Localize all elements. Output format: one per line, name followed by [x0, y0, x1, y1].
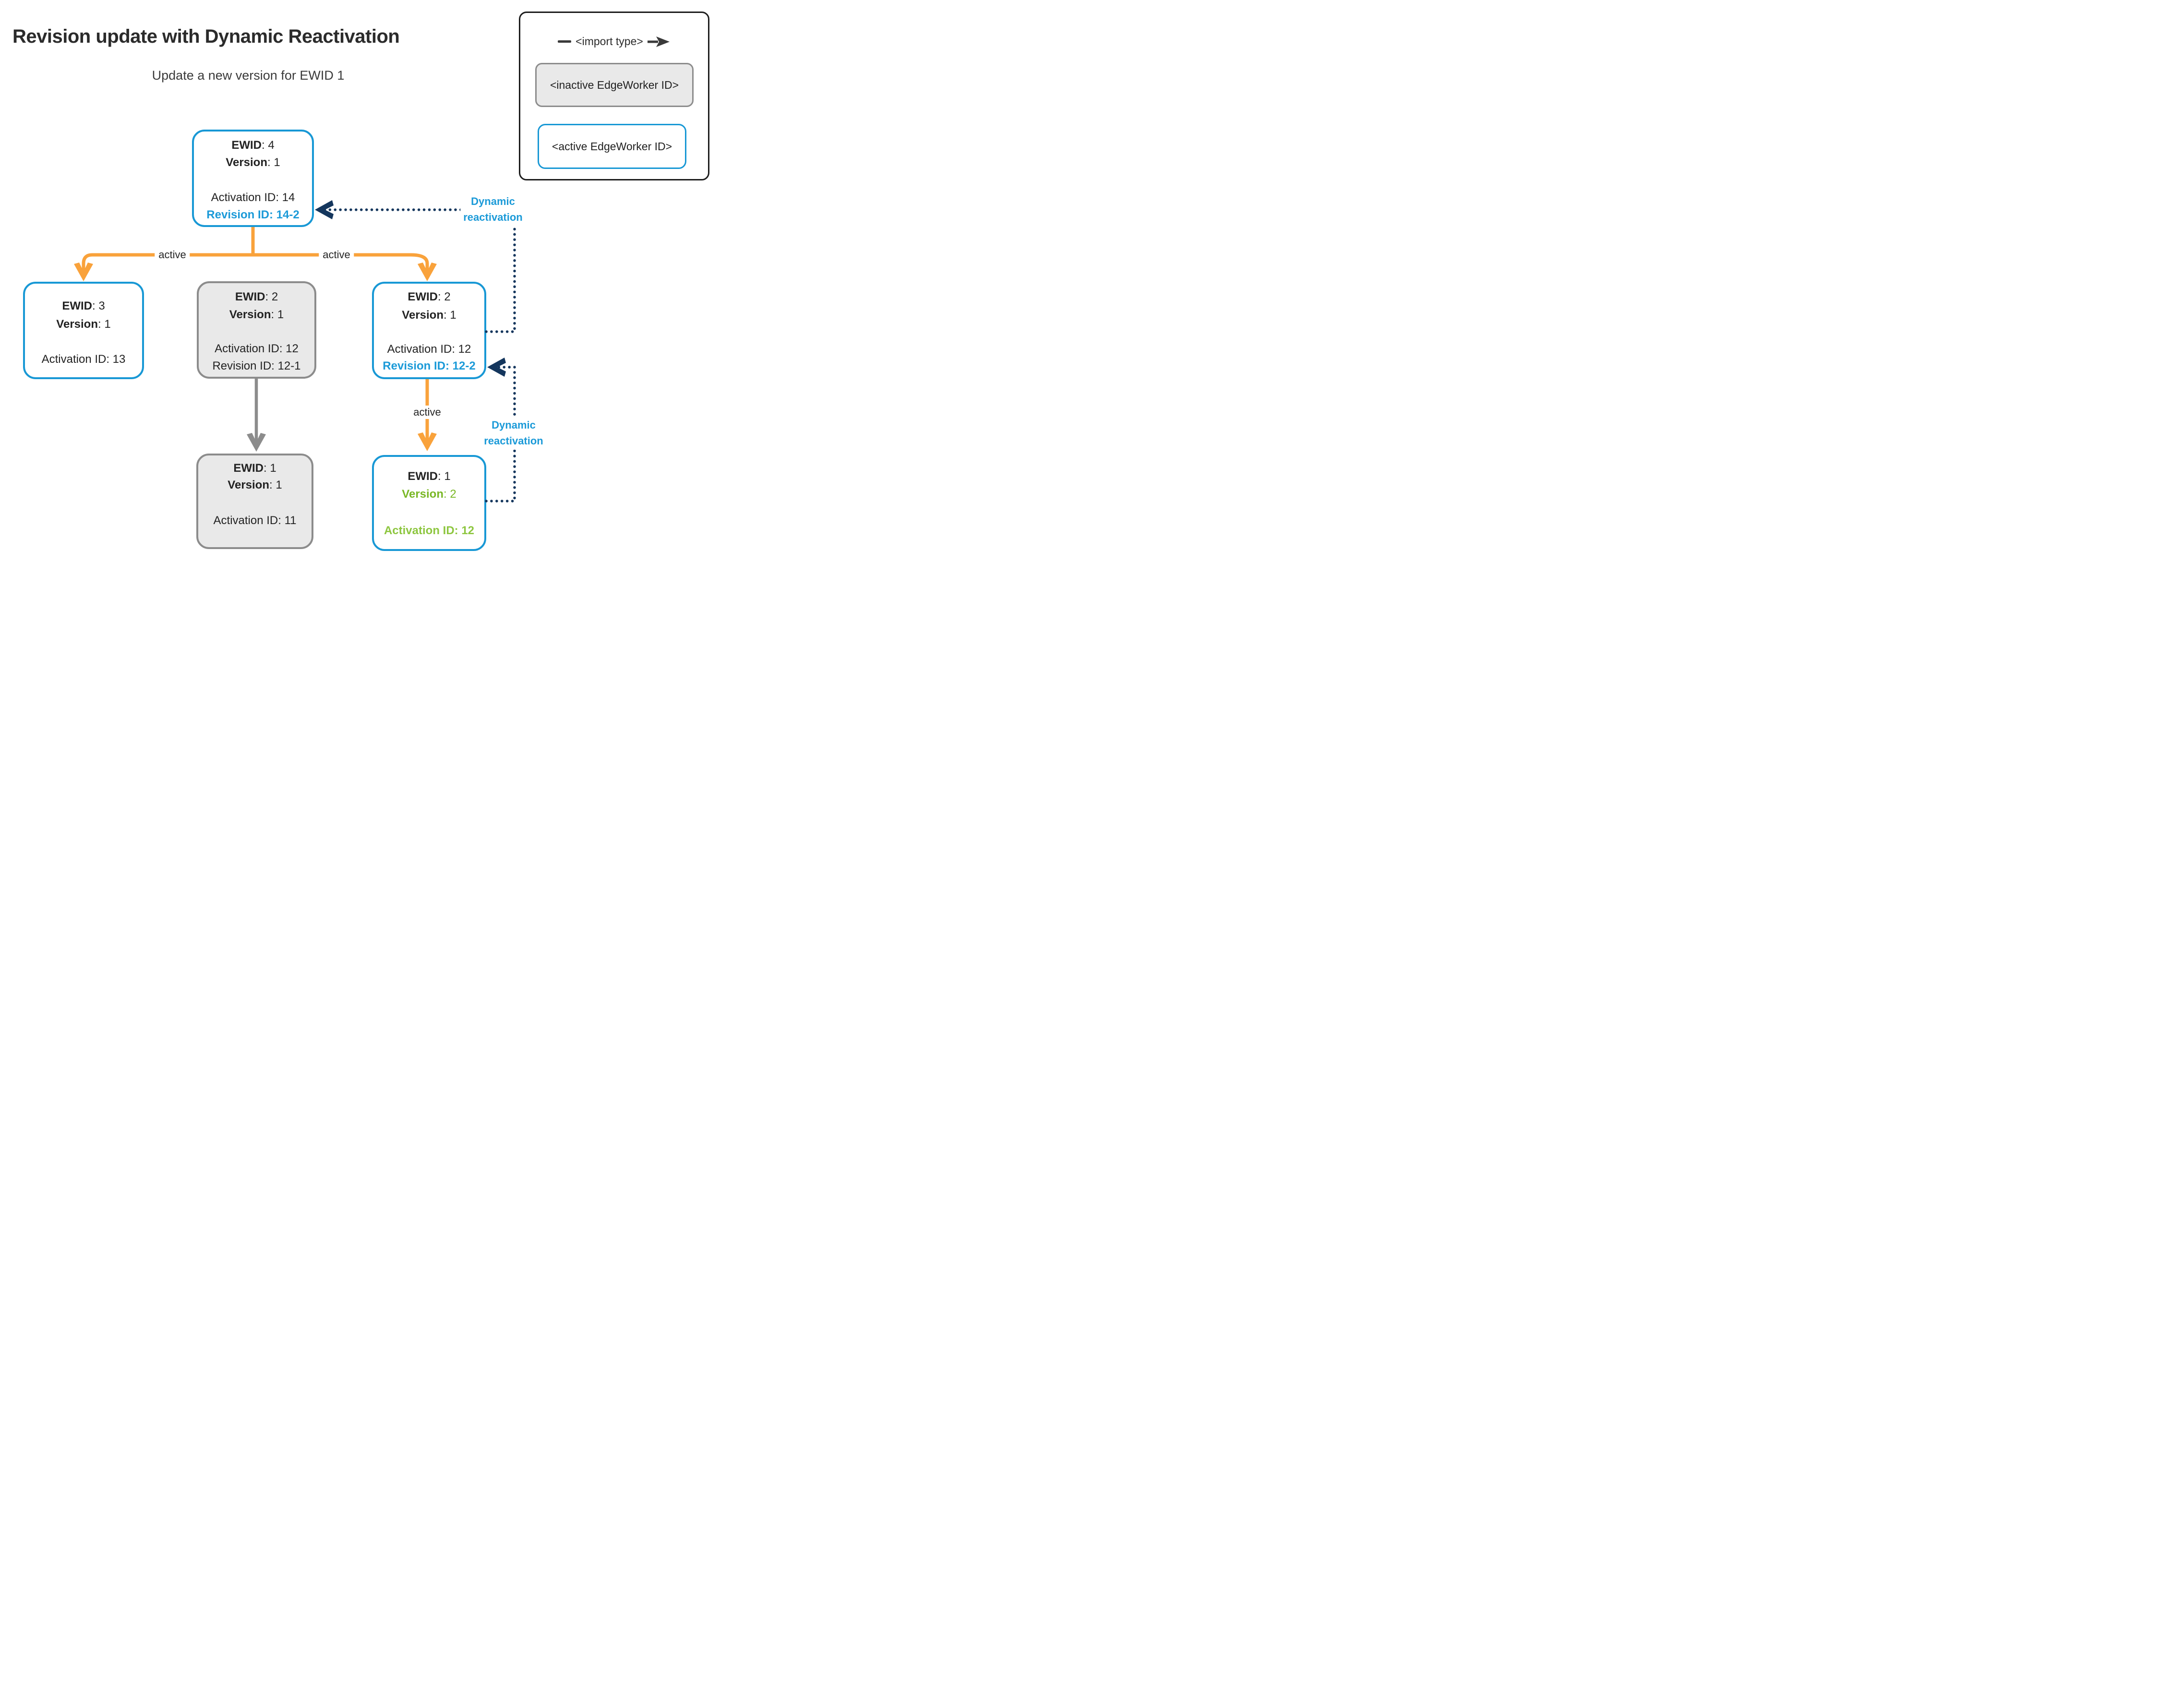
node-ewid1-inactive-id: EWID: 1 [233, 462, 276, 475]
active-label-bottom: active [409, 406, 445, 419]
dynamic-reactivation-label-2: Dynamic reactivation [481, 416, 546, 450]
active-arrowhead-ewid1-icon [418, 432, 437, 451]
node-ewid4: EWID: 4 Version: 1 Activation ID: 14 Rev… [192, 130, 314, 227]
import-line-icon [558, 40, 572, 43]
node-ewid4-activation: Activation ID: 14 [211, 191, 295, 204]
node-ewid2-active-id: EWID: 2 [408, 290, 451, 303]
node-ewid4-id: EWID: 4 [231, 139, 275, 152]
node-ewid2-inactive-id: EWID: 2 [235, 290, 278, 303]
active-label-right: active [319, 248, 354, 262]
legend-active-label: <active EdgeWorker ID> [552, 140, 672, 153]
node-ewid2-active-activation: Activation ID: 12 [387, 343, 471, 356]
node-ewid2-active-version: Version: 1 [402, 309, 456, 322]
node-ewid3: EWID: 3 Version: 1 Activation ID: 13 [23, 282, 144, 379]
node-ewid3-id: EWID: 3 [62, 299, 105, 312]
node-ewid1-active-activation: Activation ID: 12 [384, 524, 475, 537]
legend-inactive-sample: <inactive EdgeWorker ID> [535, 63, 694, 107]
node-ewid4-version: Version: 1 [226, 156, 280, 169]
legend-import-row: <import type> [520, 35, 708, 48]
node-ewid2-inactive-version: Version: 1 [229, 308, 284, 321]
active-arrowhead-ewid2-icon [418, 263, 437, 281]
reactivation-arrowhead-ewid2-icon [487, 358, 506, 377]
reactivation-arrowhead-ewid4-icon [315, 200, 334, 219]
legend-inactive-label: <inactive EdgeWorker ID> [550, 78, 679, 91]
node-ewid1-inactive-activation: Activation ID: 11 [213, 514, 297, 527]
node-ewid2-active-revision: Revision ID: 12-2 [383, 359, 476, 372]
import-arrow-icon [647, 36, 670, 47]
node-ewid2-inactive-revision: Revision ID: 12-1 [212, 359, 301, 372]
legend-active-sample: <active EdgeWorker ID> [538, 124, 686, 169]
legend-box: <import type> <inactive EdgeWorker ID> <… [519, 12, 709, 180]
active-label-left: active [155, 248, 190, 262]
active-branch-path [82, 253, 429, 277]
node-ewid2-active: EWID: 2 Version: 1 Activation ID: 12 Rev… [372, 282, 486, 379]
diagram-canvas: Revision update with Dynamic Reactivatio… [0, 0, 728, 562]
page-subtitle: Update a new version for EWID 1 [152, 68, 345, 83]
page-title: Revision update with Dynamic Reactivatio… [12, 26, 400, 47]
node-ewid4-revision: Revision ID: 14-2 [206, 208, 300, 221]
node-ewid2-inactive-activation: Activation ID: 12 [215, 342, 299, 355]
node-ewid2-inactive: EWID: 2 Version: 1 Activation ID: 12 Rev… [197, 281, 316, 379]
node-ewid1-active-id: EWID: 1 [408, 470, 451, 483]
node-ewid1-inactive: EWID: 1 Version: 1 Activation ID: 11 [196, 454, 313, 549]
node-ewid3-version: Version: 1 [56, 318, 111, 331]
active-arrowhead-ewid3-icon [74, 263, 93, 281]
inactive-arrowhead-icon [247, 433, 266, 452]
node-ewid1-active-version: Version: 2 [402, 488, 456, 501]
node-ewid1-active: EWID: 1 Version: 2 Activation ID: 12 [372, 455, 486, 551]
legend-import-label: <import type> [576, 35, 643, 48]
node-ewid1-inactive-version: Version: 1 [228, 479, 282, 491]
node-ewid3-activation: Activation ID: 13 [41, 353, 126, 366]
dynamic-reactivation-label-1: Dynamic reactivation [460, 192, 526, 226]
